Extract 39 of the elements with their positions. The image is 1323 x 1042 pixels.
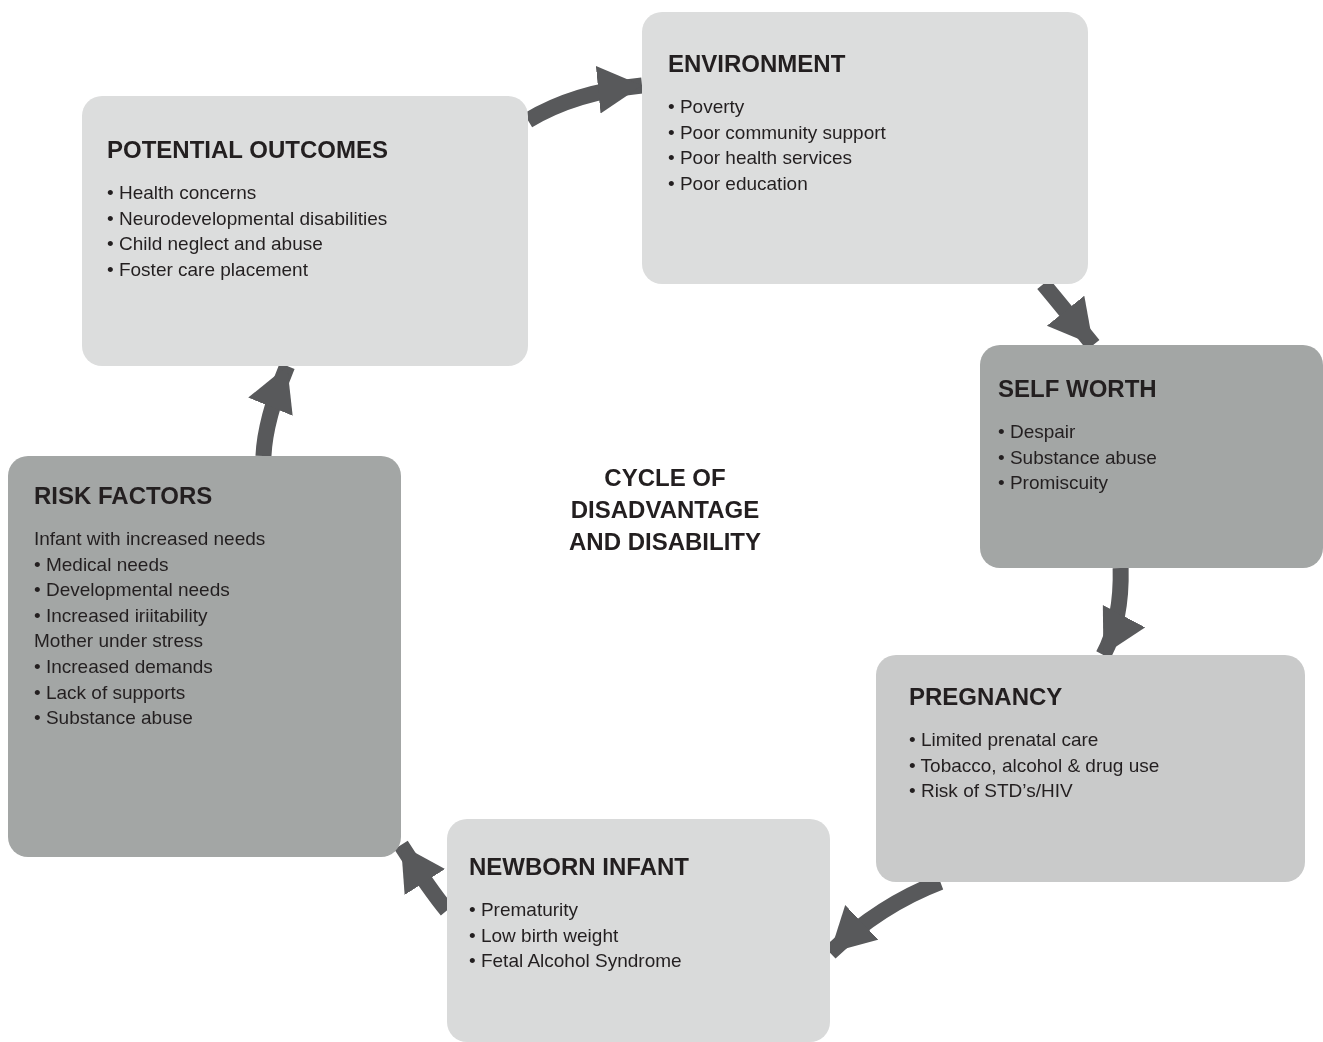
list-item: • Promiscuity (998, 471, 1109, 496)
stage-heading: SELF WORTH (998, 375, 1158, 403)
list-item: • Lack of supports (34, 680, 186, 705)
stage-heading: NEWBORN INFANT (469, 853, 690, 881)
stage-box (82, 96, 528, 366)
list-item: • Poor community support (668, 120, 886, 145)
stage-heading: POTENTIAL OUTCOMES (107, 136, 389, 164)
stage-box (447, 819, 830, 1042)
list-item: • Increased iriitability (34, 603, 208, 628)
list-item: • Foster care placement (107, 257, 308, 282)
list-item: Infant with increased needs (34, 527, 266, 551)
list-item: • Poor health services (668, 146, 853, 171)
list-item: • Risk of STD’s/HIV (909, 779, 1073, 804)
list-item: • Tobacco, alcohol & drug use (909, 753, 1160, 778)
stage-box (980, 345, 1323, 568)
list-item: • Poor education (668, 171, 808, 196)
list-item: • Health concerns (107, 181, 257, 205)
list-item: • Medical needs (34, 552, 169, 577)
stage-box (642, 12, 1088, 284)
list-item: • Neurodevelopmental disabilities (107, 206, 388, 231)
stage-box (876, 655, 1305, 882)
list-item: • Poverty (668, 95, 745, 119)
stage-heading: PREGNANCY (909, 683, 1064, 711)
list-item: • Low birth weight (469, 923, 619, 948)
stage-box (8, 456, 401, 857)
list-item: • Substance abuse (998, 445, 1157, 470)
stage-heading: RISK FACTORS (34, 482, 214, 510)
list-item: • Substance abuse (34, 706, 193, 731)
curved-arrow (248, 363, 295, 457)
list-item: • Child neglect and abuse (107, 232, 323, 257)
center-title: CYCLE OF DISADVANTAGE AND DISABILITY (568, 463, 762, 557)
list-item: • Prematurity (469, 898, 579, 922)
list-item: • Despair (998, 420, 1076, 444)
list-item: • Fetal Alcohol Syndrome (469, 949, 682, 974)
stage-heading: ENVIRONMENT (668, 50, 847, 78)
list-item: Mother under stress (34, 629, 203, 654)
list-item: • Developmental needs (34, 578, 230, 603)
list-item: • Increased demands (34, 654, 213, 679)
list-item: • Limited prenatal care (909, 728, 1099, 752)
